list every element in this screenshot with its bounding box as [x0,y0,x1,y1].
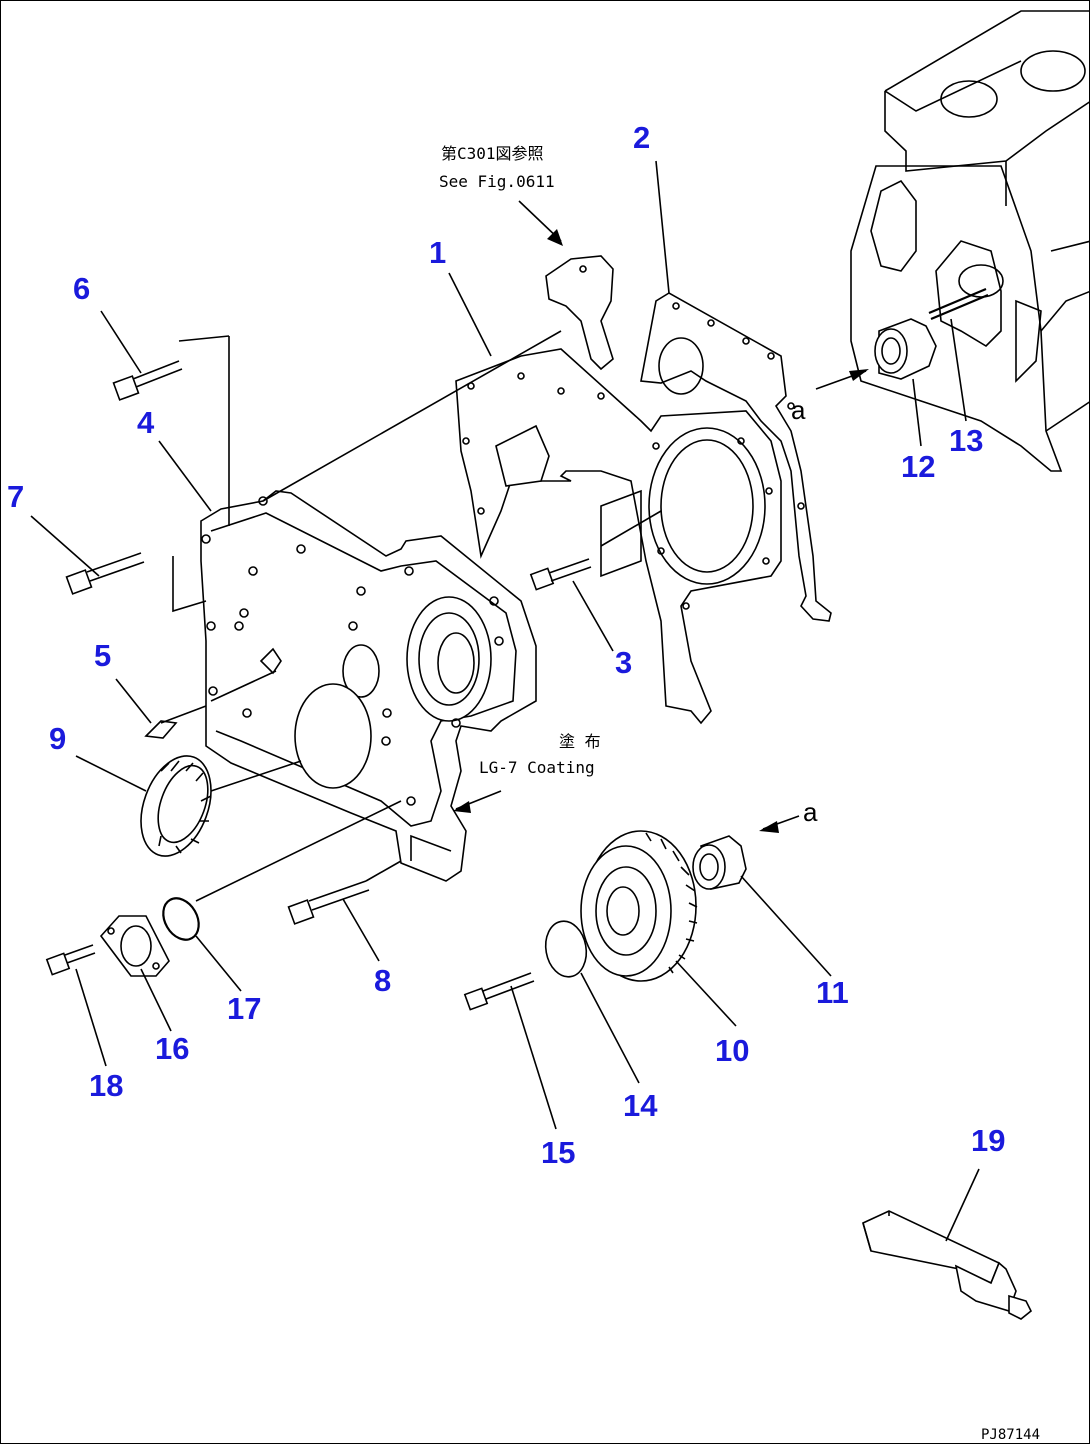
part-14-washer [544,920,588,978]
ref-note-jp: 第C301図参照 [441,144,544,163]
leader-lines [30,160,980,1242]
callout-3: 3 [615,645,632,680]
callout-19: 19 [971,1123,1005,1158]
callout-18: 18 [89,1068,123,1103]
callout-10: 10 [715,1033,749,1068]
part-5-pin [144,705,207,739]
callout-8: 8 [374,963,391,998]
callout-15: 15 [541,1135,575,1170]
callout-14: 14 [623,1088,658,1123]
part-15-bolt [463,972,535,1011]
part-16-cover [99,915,170,977]
part-6-bolt [112,360,183,401]
ref-arrowhead [547,229,563,246]
arrow-a-block [815,369,869,390]
part-13-pin [928,287,989,321]
part-3-bolt [529,558,592,591]
part-12-bushing [874,318,937,380]
drawing-id: PJ87144 [981,1427,1040,1443]
coating-note-jp: 塗 布 [559,732,601,751]
callout-1: 1 [429,235,446,270]
callout-16: 16 [155,1031,189,1066]
coating-note-en: LG-7 Coating [479,758,595,777]
callout-13: 13 [949,423,983,458]
coating-arrow [453,790,502,813]
part-1-plate [455,348,782,725]
part-18-bolt [45,944,96,976]
bracket-see-fig [545,255,614,371]
callout-11: 11 [816,975,849,1010]
notes: 第C301図参照 See Fig.0611 塗 布 LG-7 Coating a… [439,144,1040,1443]
callout-7: 7 [7,479,24,514]
part-17-oring [162,897,200,941]
callout-2: 2 [633,120,650,155]
part-10-gear [580,830,698,982]
ref-note-en: See Fig.0611 [439,172,555,191]
callout-6: 6 [73,271,90,306]
part-7-bolt [65,552,145,595]
part-2-gasket [640,292,832,622]
callout-labels: 1 2 3 4 5 6 7 8 9 10 11 12 13 14 15 16 1… [7,120,1005,1170]
callout-9: 9 [49,721,66,756]
part-9-seal [140,755,212,857]
mark-a-upper: a [791,395,806,425]
callout-5: 5 [94,638,111,673]
callout-17: 17 [227,991,261,1026]
mark-a-lower: a [803,797,818,827]
part-11-bushing [692,835,747,890]
part-8-bolt [287,880,370,925]
callout-12: 12 [901,449,935,484]
part-19-tool [862,1210,1033,1320]
part-4-gear-case [200,490,537,882]
engine-block [850,10,1089,472]
callout-4: 4 [137,405,155,440]
arrow-a-lower [759,815,800,833]
